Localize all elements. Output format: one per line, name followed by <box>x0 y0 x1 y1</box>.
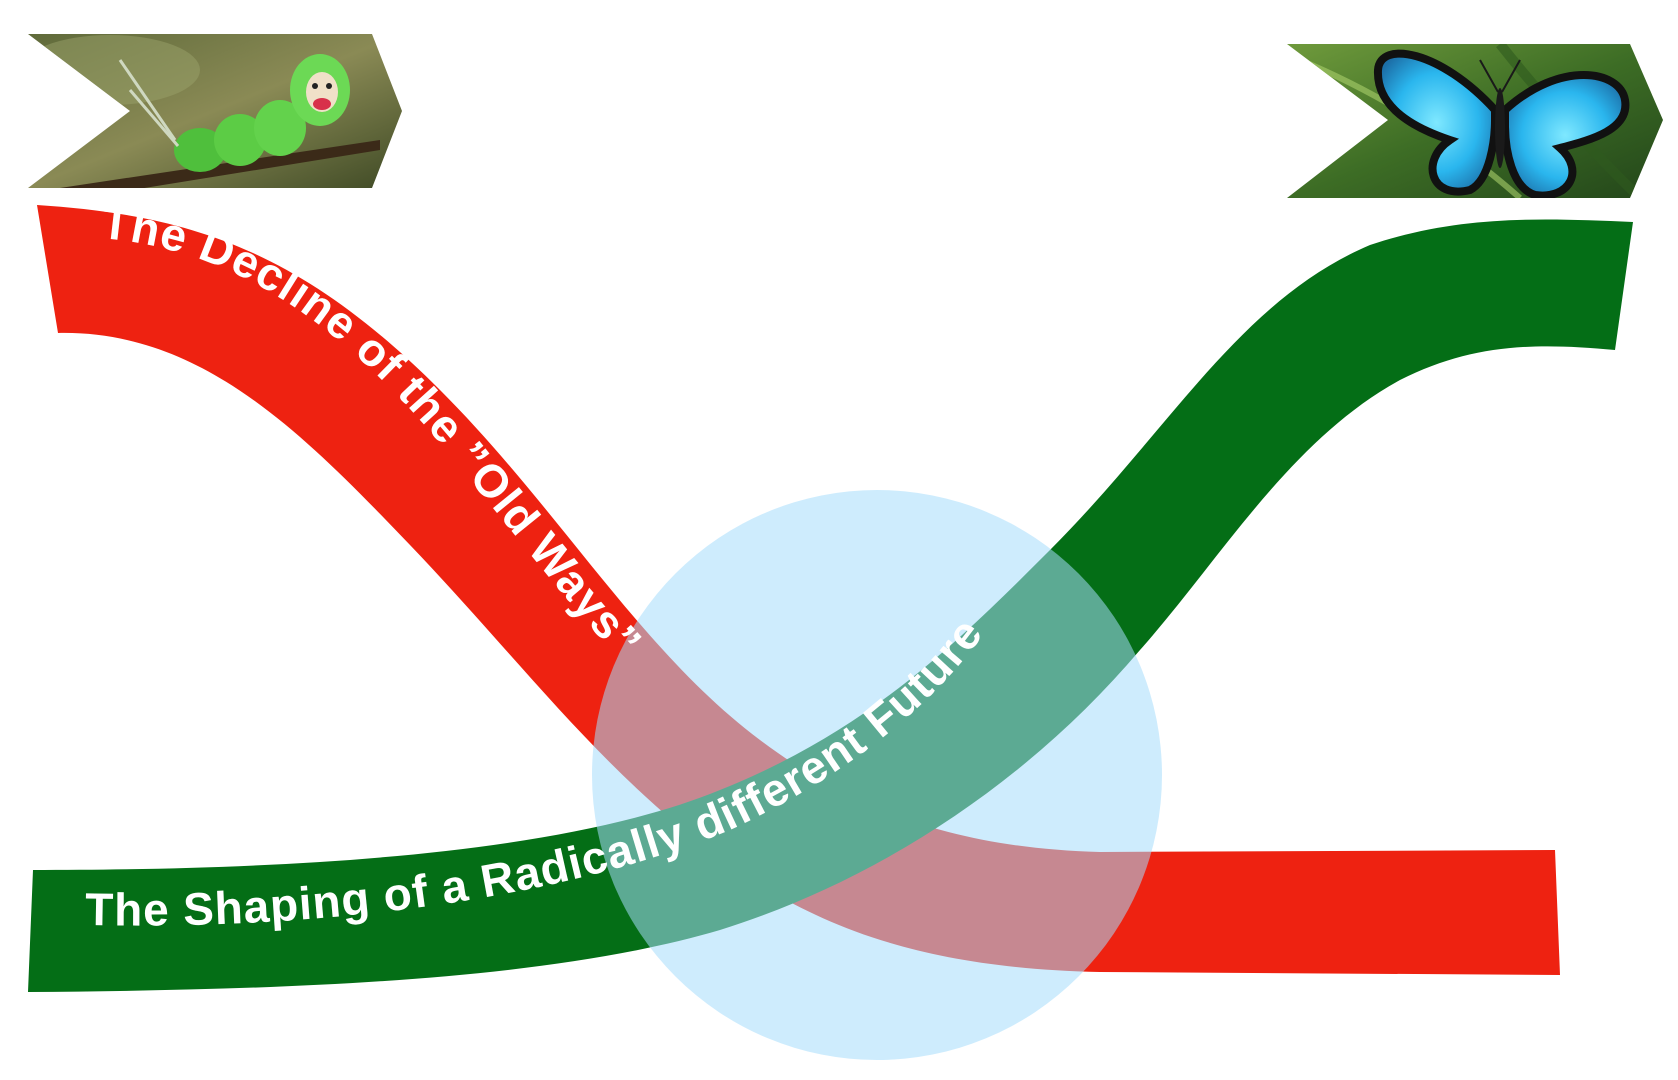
decline-band <box>37 205 1560 975</box>
butterfly-icon <box>1373 49 1630 198</box>
shaping-band <box>28 219 1633 992</box>
butterfly-image <box>1287 44 1663 198</box>
overlap-circle <box>592 490 1162 1060</box>
caterpillar-icon <box>118 54 350 172</box>
caterpillar-image <box>28 34 402 188</box>
